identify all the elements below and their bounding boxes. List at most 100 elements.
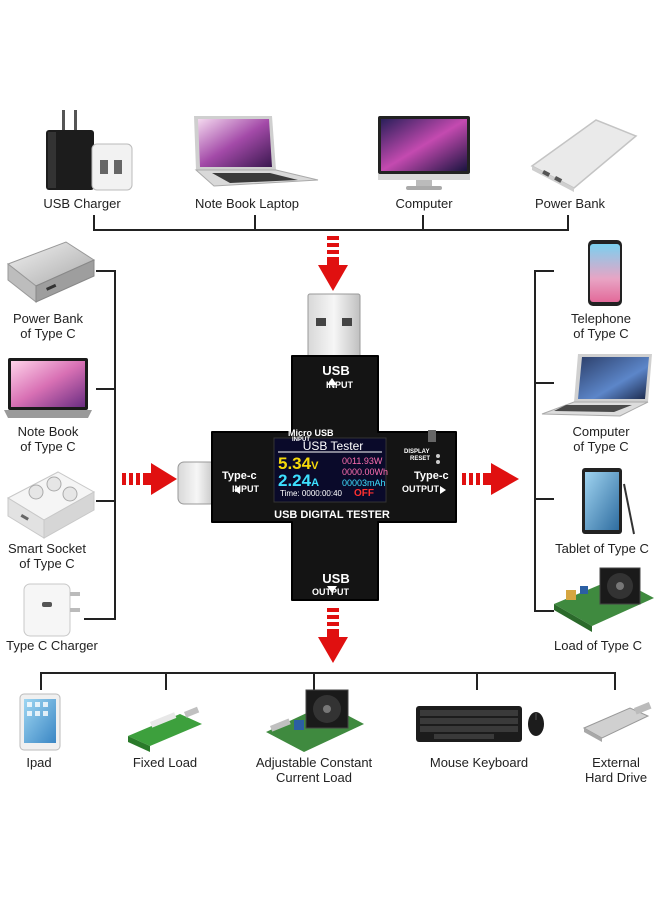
- bottom-load-label: External: [592, 755, 640, 770]
- fixed-load-icon: [128, 706, 202, 752]
- power-value: 0011.93: [342, 456, 374, 466]
- type-c-plug: [177, 461, 217, 505]
- right-bracket-tick: [534, 382, 554, 384]
- energy-value: 0000.00: [342, 467, 375, 477]
- bottom-bracket-tick: [40, 672, 42, 690]
- current-unit: A: [311, 477, 320, 489]
- right-load-label: Load of Type C: [554, 638, 642, 653]
- bottom-bracket-tick: [476, 672, 478, 690]
- typec-output-sub: OUTPUT: [402, 484, 439, 494]
- top-source-label: Note Book Laptop: [194, 196, 300, 211]
- right-load-label: of Type C: [573, 326, 629, 341]
- bottom-bracket-tick: [313, 672, 315, 690]
- timer-readout: Time: 0000:00:40: [280, 489, 342, 498]
- notebook-type-c-icon: [4, 358, 92, 418]
- bottom-load-label: Fixed Load: [132, 755, 198, 770]
- left-bracket-line: [114, 270, 116, 620]
- typec-input-label: Type-c: [222, 470, 257, 482]
- top-bracket-tick: [93, 215, 95, 231]
- display-label: DISPLAY: [404, 449, 430, 455]
- voltage-unit: V: [311, 460, 319, 472]
- bottom-load-label: Current Load: [276, 770, 352, 785]
- usb-input-sub: INPUT: [326, 380, 353, 390]
- right-bracket-tick: [534, 610, 554, 612]
- adjustable-load-icon: [266, 689, 364, 752]
- bottom-bracket-tick: [165, 672, 167, 690]
- left-bracket-tick: [96, 270, 116, 272]
- screen-title: USB Tester: [302, 439, 364, 453]
- current-readout: 2.24A: [278, 472, 338, 492]
- power-readout: 0011.93W: [342, 456, 392, 466]
- bottom-load-label: Mouse Keyboard: [429, 755, 529, 770]
- left-source-label: Smart Socket: [7, 541, 87, 556]
- laptop-icon: [194, 116, 319, 187]
- typec-input-sub: INPUT: [232, 484, 259, 494]
- top-bracket-tick: [567, 215, 569, 231]
- left-source-label: Note Book: [17, 424, 79, 439]
- tablet-icon: [582, 468, 635, 535]
- ipad-icon: [19, 693, 61, 751]
- telephone-icon: [588, 240, 622, 306]
- monitor-icon: [378, 116, 470, 190]
- left-bracket-tick: [84, 618, 116, 620]
- energy-unit: Wh: [374, 467, 389, 477]
- right-load-label: of Type C: [573, 439, 629, 454]
- bottom-load-label: Adjustable Constant: [255, 755, 373, 770]
- micro-usb-label: Micro USB: [288, 428, 334, 438]
- left-bracket-tick: [96, 500, 116, 502]
- power-bank-type-c-icon: [6, 241, 96, 304]
- capacity-readout: 00003mAh: [342, 478, 392, 488]
- capacity-value: 00003: [342, 478, 368, 488]
- right-load-label: Telephone: [571, 311, 631, 326]
- left-source-label: of Type C: [20, 326, 76, 341]
- micro-input-label: INPUT: [292, 437, 310, 443]
- brand-label: USB DIGITAL TESTER: [274, 509, 390, 521]
- lcd-screen: [273, 437, 387, 503]
- keyboard-icon: [416, 706, 544, 742]
- typec-output-label: Type-c: [414, 470, 449, 482]
- right-load-label: Tablet of Type C: [555, 541, 649, 556]
- voltage-value: 5.34: [278, 454, 312, 473]
- top-bracket-tick: [254, 215, 256, 231]
- left-source-label: of Type C: [20, 439, 76, 454]
- top-bracket-line: [93, 229, 569, 231]
- type-c-charger-icon: [23, 583, 80, 637]
- smart-socket-icon: [6, 471, 96, 539]
- reset-label: RESET: [410, 456, 431, 462]
- voltage-readout: 5.34V: [278, 455, 338, 475]
- top-source-label: Power Bank: [534, 196, 606, 211]
- power-bank-icon: [530, 119, 638, 192]
- usb-input-label: USB: [322, 363, 350, 378]
- energy-readout: 0000.00Wh: [342, 467, 392, 477]
- right-bracket-tick: [534, 498, 554, 500]
- bottom-load-label: Hard Drive: [584, 770, 648, 785]
- power-unit: W: [373, 456, 383, 466]
- load-type-c-icon: [554, 567, 654, 632]
- capacity-unit: mAh: [367, 478, 386, 488]
- arrow-right-output: [462, 463, 519, 495]
- top-bracket-tick: [422, 215, 424, 231]
- current-value: 2.24: [278, 471, 312, 490]
- usb-digital-tester-device: [177, 293, 457, 601]
- left-source-label: Power Bank: [12, 311, 84, 326]
- bottom-load-label: Ipad: [26, 755, 52, 770]
- usb-a-plug: [307, 293, 361, 365]
- usb-charger-icon: [46, 110, 133, 191]
- left-bracket-tick: [96, 388, 116, 390]
- computer-type-c-icon: [541, 354, 652, 417]
- bottom-bracket-tick: [614, 672, 616, 690]
- arrow-right-input: [122, 463, 177, 495]
- arrow-down-output: [318, 608, 348, 663]
- right-bracket-line: [534, 270, 536, 612]
- state-readout: OFF: [354, 488, 374, 499]
- left-source-label: Type C Charger: [6, 638, 98, 653]
- external-drive-icon: [582, 702, 652, 742]
- bottom-bracket-line: [40, 672, 616, 674]
- top-source-label: USB Charger: [43, 196, 121, 211]
- left-source-label: of Type C: [19, 556, 75, 571]
- right-load-label: Computer: [572, 424, 630, 439]
- usb-output-sub: OUTPUT: [312, 587, 349, 597]
- right-bracket-tick: [534, 270, 554, 272]
- arrow-down-input: [318, 236, 348, 291]
- top-source-label: Computer: [395, 196, 453, 211]
